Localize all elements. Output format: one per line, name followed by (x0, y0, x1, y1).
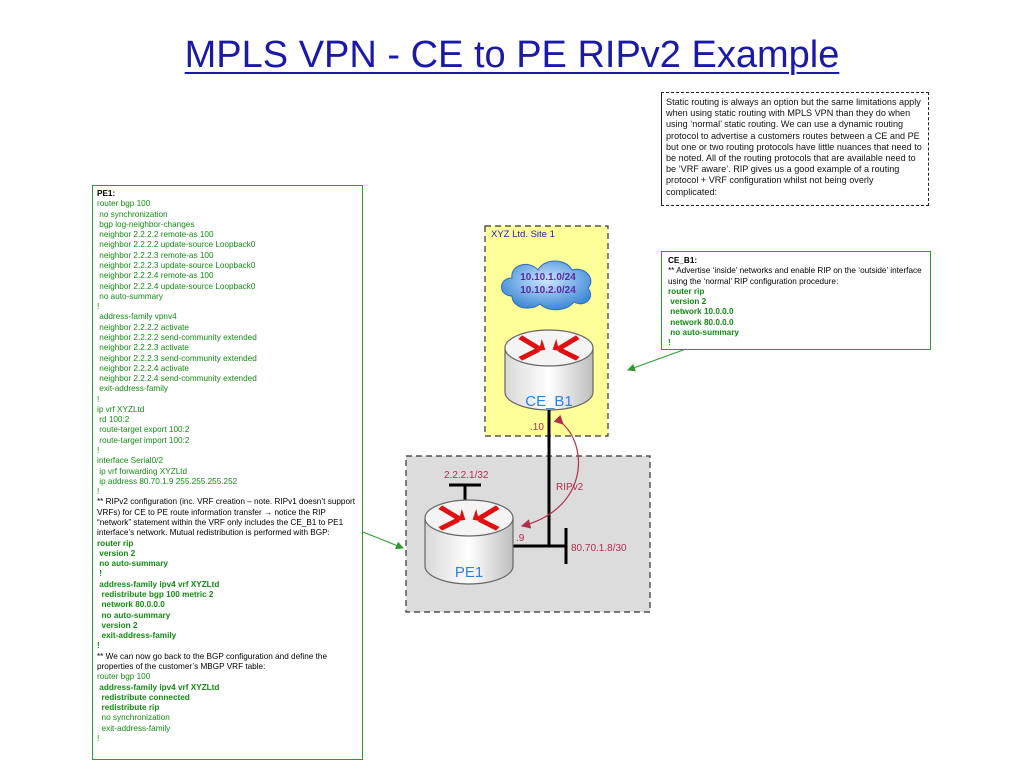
pe1-config-line: address-family vpnv4 (97, 312, 177, 322)
pe1-config-line: PE1: (97, 189, 116, 198)
pe1-config-line: version 2 (97, 620, 138, 630)
pe-config-callout-arrow (362, 531, 404, 550)
pe1-config-line: exit-address-family (97, 723, 171, 733)
ce-b1-config-box: CE_B1: ** Advertise ‘inside’ networks an… (661, 251, 931, 350)
pe1-config-line: neighbor 2.2.2.3 send-community extended (97, 353, 257, 363)
pe1-config-line: ! (97, 569, 103, 579)
pe1-config-line: address-family ipv4 vrf XYZLtd (97, 682, 220, 692)
pe1-config-line: ! (97, 394, 100, 404)
pe-router-icon (424, 499, 514, 585)
pe1-config-line: redistribute bgp 100 metric 2 (97, 589, 214, 599)
pe1-config-line: ** We can now go back to the BGP configu… (97, 651, 328, 671)
pe1-config-line: neighbor 2.2.2.2 send-community extended (97, 332, 257, 342)
pe1-config-line: interface Serial0/2 (97, 456, 163, 466)
pe1-config-line: ip vrf XYZLtd (97, 404, 145, 414)
pe1-config-line: neighbor 2.2.2.4 update-source Loopback0 (97, 281, 256, 291)
link-subnet-label: 80.70.1.8/30 (571, 543, 627, 554)
pe1-config-line: no auto-summary (97, 291, 163, 301)
pe1-config-line: route-target export 100:2 (97, 425, 190, 435)
cloud-network-2: 10.10.2.0/24 (520, 285, 576, 296)
pe1-config-line: ! (97, 641, 100, 651)
ce-config-line: ** Advertise ‘inside’ networks and enabl… (668, 266, 922, 286)
ce-config-line: version 2 (668, 297, 707, 307)
pe1-config-line: ip vrf forwarding XYZLtd (97, 466, 188, 476)
site-label: XYZ Ltd. Site 1 (491, 229, 555, 240)
pe1-config-line: ! (97, 487, 100, 497)
pe1-config-line: no auto-summary (97, 610, 171, 620)
pe1-config-line: router bgp 100 (97, 672, 151, 682)
pe1-config-line: ** RIPv2 configuration (inc. VRF creatio… (97, 497, 356, 538)
pe1-config-line: redistribute rip (97, 703, 160, 713)
cloud-network-1: 10.10.1.0/24 (520, 272, 576, 283)
loopback-label: 2.2.2.1/32 (444, 470, 489, 481)
pe1-config-line: neighbor 2.2.2.2 update-source Loopback0 (97, 240, 256, 250)
ce-config-line: network 10.0.0.0 (668, 307, 734, 317)
ce-config-line: CE_B1: (668, 256, 698, 265)
ce-config-line: network 80.0.0.0 (668, 317, 734, 327)
customer-lan-cloud (501, 260, 592, 311)
ce-config-line: router rip (668, 286, 705, 296)
ce-router-label: CE_B1 (525, 393, 573, 410)
pe1-config-line: router rip (97, 538, 134, 548)
pe1-config-line: no auto-summary (97, 559, 168, 569)
pe1-config-line: ! (97, 302, 100, 312)
pe1-config-line: exit-address-family (97, 631, 177, 641)
pe1-config-line: ip address 80.70.1.9 255.255.255.252 (97, 476, 238, 486)
intro-note-box: Static routing is always an option but t… (661, 92, 929, 206)
ce-config-line: ! (668, 338, 671, 348)
pe1-config-line: neighbor 2.2.2.4 activate (97, 363, 189, 373)
pe1-config-line: route-target import 100:2 (97, 435, 190, 445)
ripv2-label: RIPv2 (556, 482, 584, 493)
pe1-config-line: address-family ipv4 vrf XYZLtd (97, 579, 220, 589)
pe1-config-line: version 2 (97, 548, 136, 558)
ripv2-exchange-arrow (520, 414, 580, 529)
ce-config-line: no auto-summary (668, 328, 739, 338)
pe1-config-line: neighbor 2.2.2.2 activate (97, 322, 189, 332)
pe1-config-box: PE1:router bgp 100 no synchronization bg… (92, 185, 363, 760)
pe1-config-line: neighbor 2.2.2.2 remote-as 100 (97, 230, 214, 240)
pe1-config-line: neighbor 2.2.2.4 send-community extended (97, 374, 257, 384)
pe1-config-line: network 80.0.0.0 (97, 600, 165, 610)
pe1-config-line: neighbor 2.2.2.3 remote-as 100 (97, 250, 214, 260)
pe1-config-line: no synchronization (97, 209, 168, 219)
ce-router-icon (504, 329, 594, 411)
pe1-config-line: ! (97, 733, 100, 743)
pe1-config-line: neighbor 2.2.2.4 remote-as 100 (97, 271, 214, 281)
pe1-config-line: ! (97, 446, 100, 456)
pe1-config-line: redistribute connected (97, 692, 190, 702)
pe1-config-line: neighbor 2.2.2.3 activate (97, 343, 189, 353)
pe1-config-line: bgp log-neighbor-changes (97, 219, 195, 229)
pe1-config-line: neighbor 2.2.2.3 update-source Loopback0 (97, 260, 256, 270)
intro-note-text: Static routing is always an option but t… (666, 97, 922, 197)
ce-interface-label: .10 (530, 422, 544, 433)
pe1-config-line: rd 100:2 (97, 415, 130, 425)
pe1-config-line: exit-address-family (97, 384, 168, 394)
pe-router-label: PE1 (455, 564, 483, 581)
pe-interface-label: .9 (516, 533, 525, 544)
ce-config-callout-arrow (627, 348, 687, 372)
slide-title: MPLS VPN - CE to PE RIPv2 Example (184, 34, 840, 76)
pe1-config-line: router bgp 100 (97, 199, 151, 209)
pe1-config-line: no synchronization (97, 713, 170, 723)
